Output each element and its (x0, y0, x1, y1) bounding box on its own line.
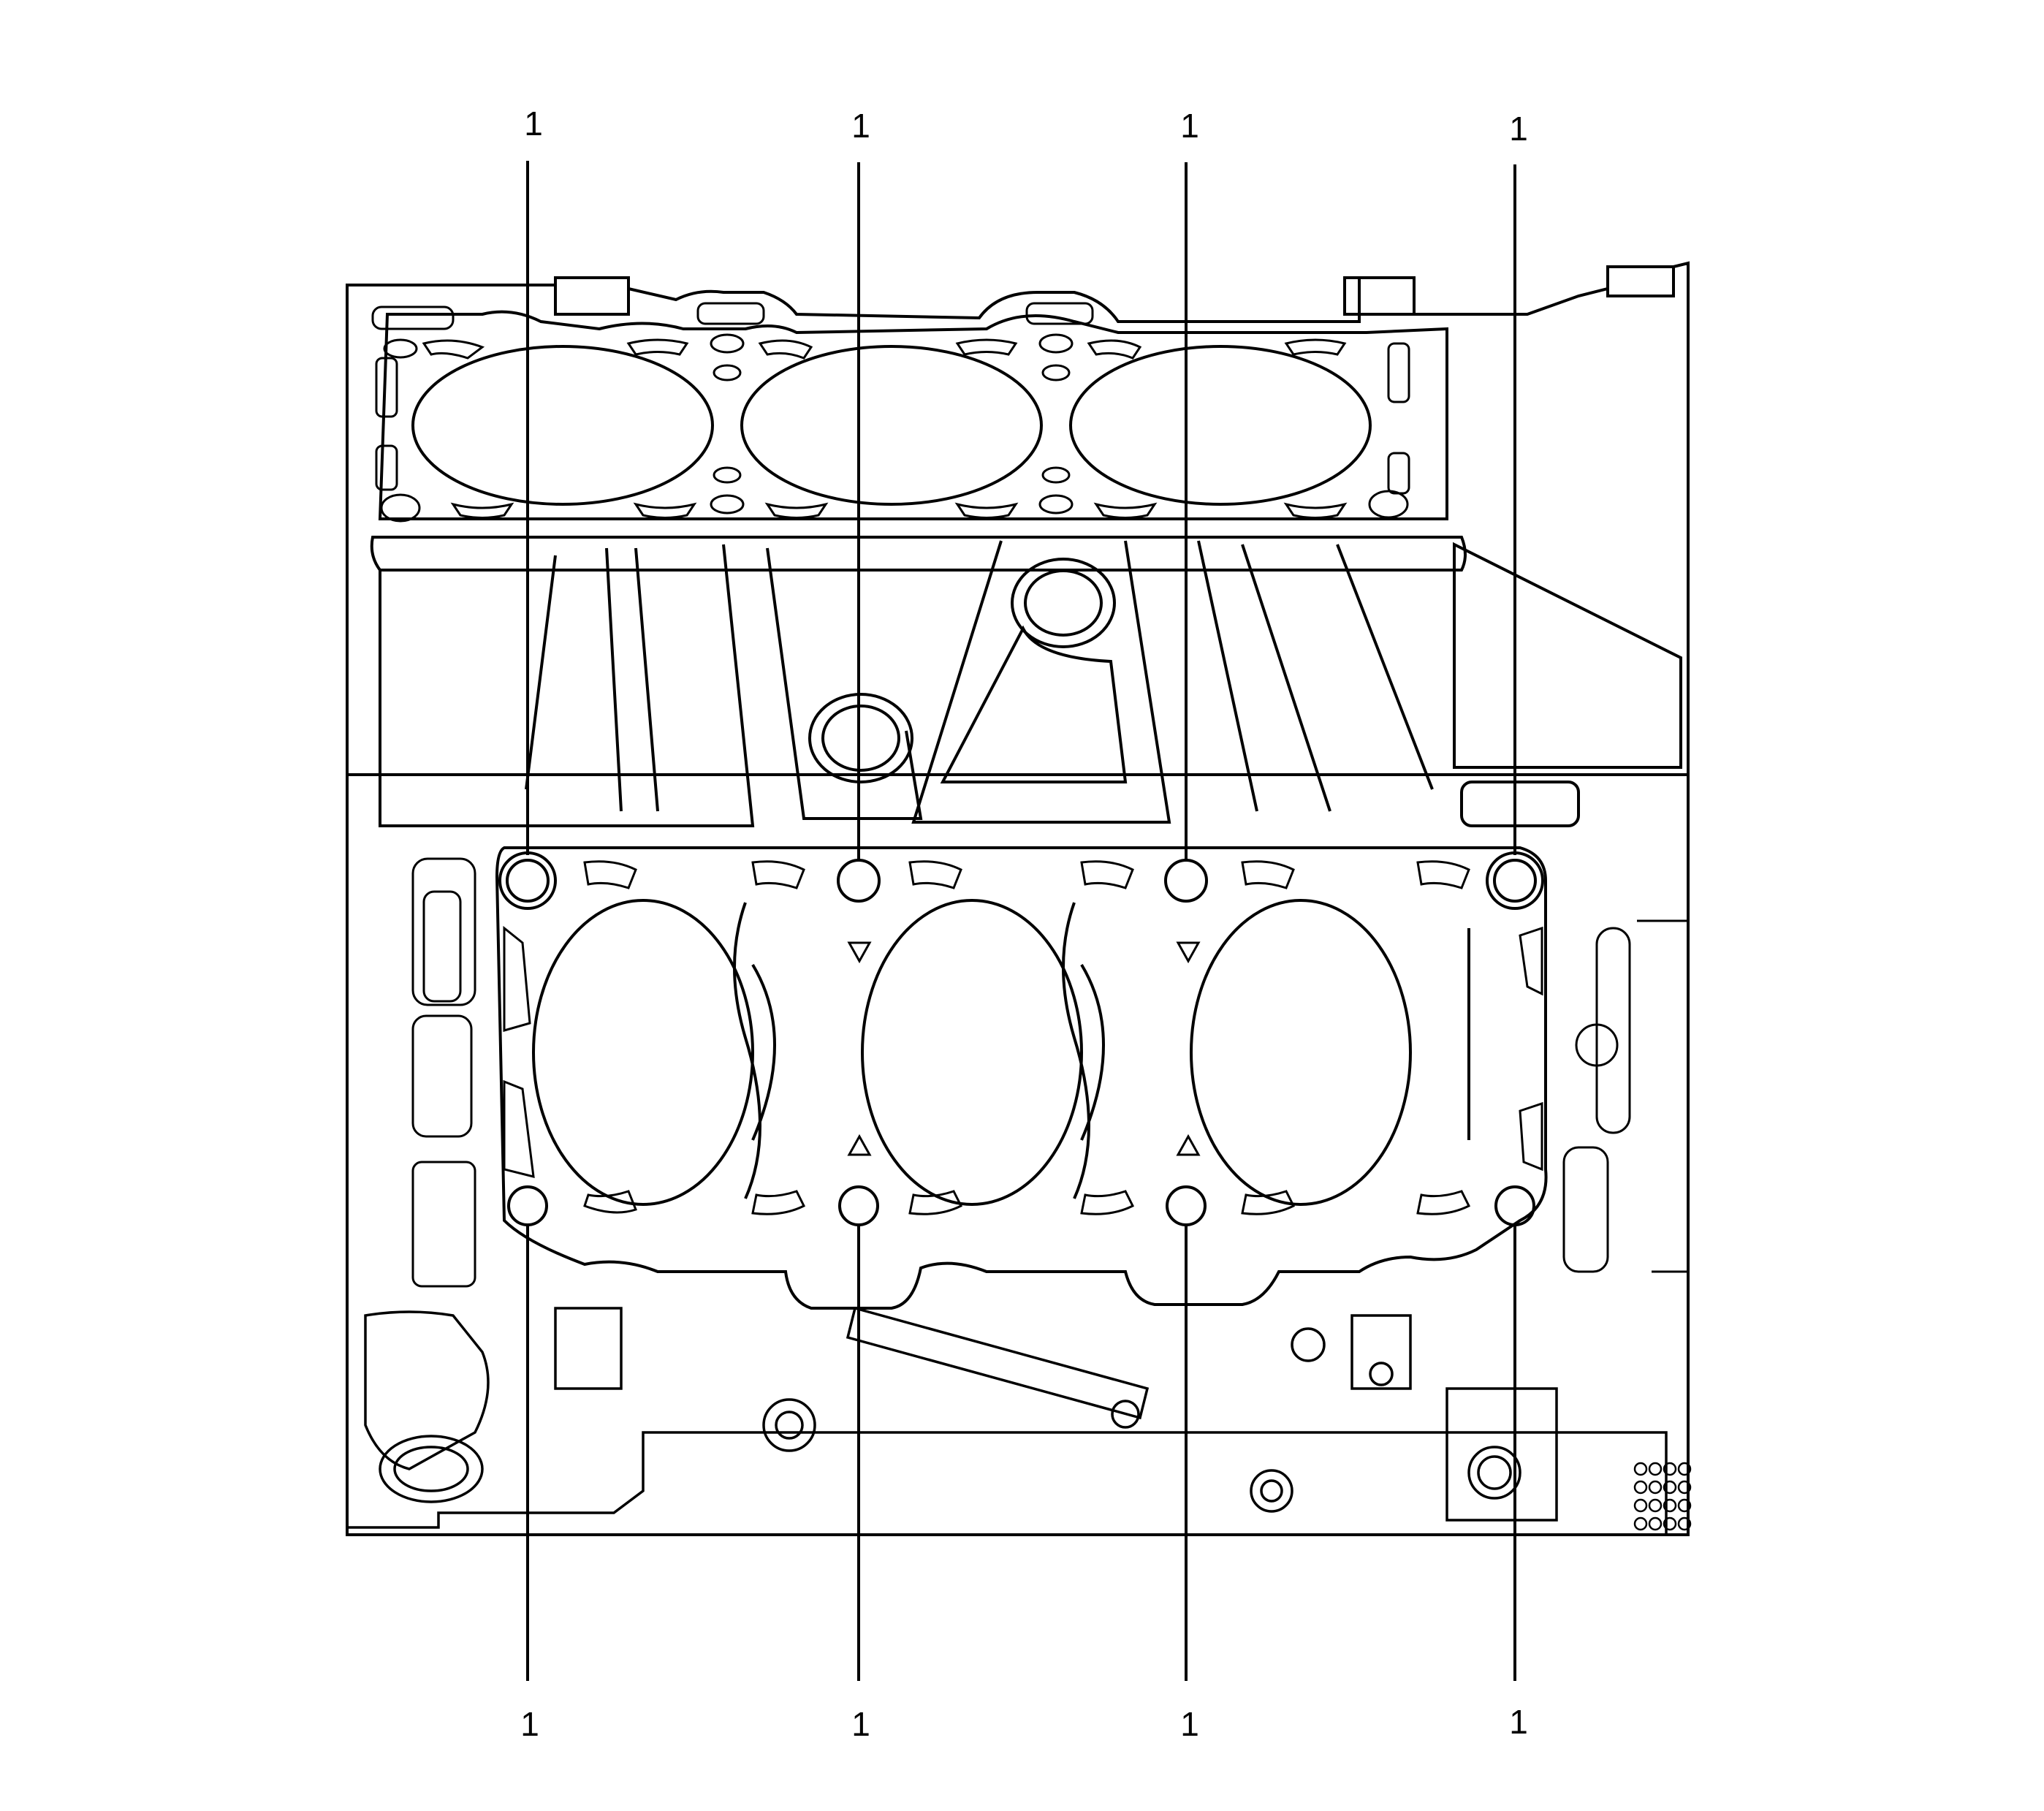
upper-bank (346, 261, 1690, 776)
upper-tab-2 (1343, 276, 1416, 316)
crankcase-mount-2 (1350, 1314, 1412, 1390)
bolt-hole-top-3 (1164, 859, 1208, 903)
crankcase-mount-3 (1445, 1387, 1558, 1522)
crankcase-stud-4 (1369, 1362, 1394, 1386)
piston-2-inner (1080, 963, 1105, 1141)
valley-left-wall (379, 544, 755, 827)
crankcase (347, 1306, 1692, 1535)
crankcase-stud-6 (1467, 1446, 1521, 1500)
valley-right-slot (1460, 781, 1580, 827)
piston-1 (733, 902, 761, 1199)
callout-top-1: 1 (524, 105, 543, 143)
right-side-features (1562, 919, 1690, 1273)
valley-rail (370, 536, 1467, 572)
valley-inner-right (940, 625, 1128, 783)
upper-deck-holes (371, 302, 1410, 523)
callout-top-3: 1 (1180, 107, 1199, 145)
callout-labels: 1 1 1 1 1 1 1 1 (520, 105, 1528, 1743)
valley-rib-left (525, 547, 659, 812)
callout-bottom-3: 1 (1180, 1705, 1199, 1743)
valley-center-v (911, 540, 1171, 824)
upper-tab-1 (554, 276, 630, 316)
valley (370, 536, 1682, 827)
valley-port-2-inner (821, 705, 900, 772)
callout-bottom-2: 1 (851, 1705, 870, 1743)
upper-tab-3 (1606, 265, 1675, 297)
crankcase-stud-5 (1250, 1469, 1293, 1513)
crankcase-left-port (379, 1435, 484, 1503)
callout-bottom-1: 1 (520, 1705, 539, 1743)
left-side-ports (411, 857, 476, 1288)
valley-port-1-inner (1024, 569, 1103, 637)
connector-pins (1633, 1462, 1692, 1531)
valley-port-1 (1011, 558, 1116, 648)
coolant-slots (503, 860, 1543, 1215)
bolt-hole-top-2 (837, 859, 881, 903)
lower-bore-1 (532, 899, 754, 1206)
upper-bore-2 (740, 345, 1043, 506)
crankcase-stud-3 (1291, 1327, 1326, 1362)
valley-port-2 (808, 693, 913, 783)
valley-rib-right (1197, 540, 1434, 812)
bolt-hole-bottom-4 (1494, 1185, 1535, 1226)
crankcase-mount-1 (554, 1307, 623, 1390)
callout-top-2: 1 (851, 107, 870, 145)
lower-bore-3 (1190, 899, 1412, 1206)
upper-bore-1 (411, 345, 714, 506)
crankcase-stud-1 (762, 1398, 816, 1452)
lower-bore-2 (861, 899, 1083, 1206)
callout-bottom-4: 1 (1509, 1703, 1528, 1741)
crankcase-bottom-edge (347, 1431, 1668, 1535)
piston-2 (1062, 902, 1090, 1199)
lower-bank (346, 775, 1690, 1536)
bolt-hole-bottom-1 (507, 1185, 548, 1226)
valley-right-block (1453, 542, 1682, 769)
upper-bore-3 (1069, 345, 1372, 506)
leader-lines (526, 161, 1516, 1681)
valley-inner-left (766, 547, 923, 820)
crankcase-stud-2 (1111, 1400, 1140, 1429)
crankcase-strap (846, 1306, 1150, 1420)
bolt-hole-bottom-3 (1166, 1185, 1207, 1226)
callout-top-4: 1 (1509, 110, 1528, 148)
lower-gasket-outline (495, 846, 1548, 1310)
head-bolt-holes (498, 851, 1544, 1226)
crankcase-left-lobe (364, 1310, 490, 1470)
bolt-hole-bottom-2 (838, 1185, 879, 1226)
piston-1-inner (751, 963, 776, 1141)
